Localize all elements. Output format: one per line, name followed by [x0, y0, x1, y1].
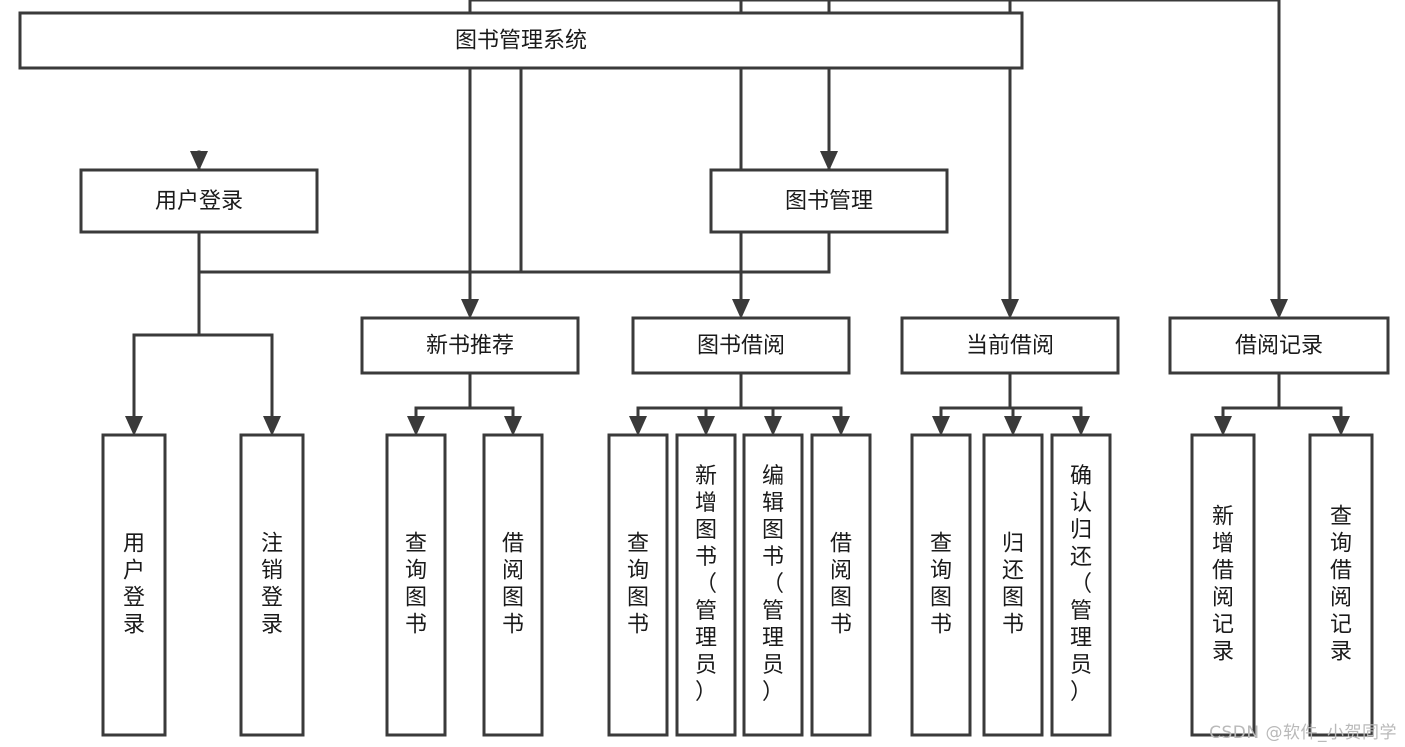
- node-box[interactable]: [1168, 316, 1390, 375]
- node-box[interactable]: [79, 168, 319, 234]
- node-box[interactable]: [482, 433, 544, 737]
- node-label: 注销登录: [261, 532, 283, 638]
- node-borrow-record[interactable]: 借阅记录: [1168, 316, 1390, 375]
- node-leaf-edit-book[interactable]: 编辑图书（管理员）: [742, 433, 804, 737]
- node-label: 图书管理系统: [455, 29, 587, 54]
- node-user-login[interactable]: 用户登录: [79, 168, 319, 234]
- node-box[interactable]: [675, 433, 737, 737]
- arrow-head-icon: [407, 416, 425, 436]
- node-box[interactable]: [1050, 433, 1112, 737]
- node-box[interactable]: [385, 433, 447, 737]
- node-box[interactable]: [101, 433, 167, 737]
- node-label: 用户登录: [123, 532, 145, 638]
- arrow-head-icon: [125, 416, 143, 436]
- node-book-manage[interactable]: 图书管理: [709, 168, 949, 234]
- node-label: 图书借阅: [697, 334, 785, 359]
- node-box[interactable]: [910, 433, 972, 737]
- node-label: 借阅图书: [502, 532, 524, 638]
- node-box[interactable]: [239, 433, 305, 737]
- arrow-head-icon: [190, 151, 208, 171]
- arrow-head-icon: [732, 299, 750, 319]
- node-box[interactable]: [607, 433, 669, 737]
- watermark-label: CSDN @软件_小贺同学: [1209, 723, 1397, 743]
- node-label: 借阅记录: [1235, 334, 1323, 359]
- node-leaf-borrow-book[interactable]: 借阅图书: [810, 433, 872, 737]
- node-leaf-add-book[interactable]: 新增图书（管理员）: [675, 433, 737, 737]
- node-label: 归还图书: [1002, 532, 1024, 638]
- arrow-head-icon: [1214, 416, 1232, 436]
- arrow-head-icon: [461, 299, 479, 319]
- node-label: 新增图书（管理员）: [695, 464, 717, 705]
- node-leaf-user-login[interactable]: 用户登录: [101, 433, 167, 737]
- arrow-head-icon: [504, 416, 522, 436]
- arrow-head-icon: [1004, 416, 1022, 436]
- arrow-head-icon: [1270, 299, 1288, 319]
- node-box[interactable]: [1308, 433, 1374, 737]
- node-box[interactable]: [18, 11, 1024, 70]
- node-leaf-return-book[interactable]: 归还图书: [982, 433, 1044, 737]
- node-label: 新书推荐: [426, 334, 514, 359]
- node-current-borrow[interactable]: 当前借阅: [900, 316, 1120, 375]
- node-box[interactable]: [742, 433, 804, 737]
- arrow-head-icon: [629, 416, 647, 436]
- node-label: 查询图书: [627, 532, 649, 638]
- node-leaf-query-book-recommend[interactable]: 查询图书: [385, 433, 447, 737]
- node-leaf-add-borrow-record[interactable]: 新增借阅记录: [1190, 433, 1256, 737]
- node-label: 借阅图书: [830, 532, 852, 638]
- node-label: 编辑图书（管理员）: [762, 464, 784, 705]
- arrow-head-icon: [1072, 416, 1090, 436]
- node-leaf-query-borrow-record[interactable]: 查询借阅记录: [1308, 433, 1374, 737]
- arrow-head-icon: [764, 416, 782, 436]
- arrow-head-icon: [1001, 299, 1019, 319]
- node-label: 查询借阅记录: [1330, 505, 1352, 665]
- node-leaf-query-book-current[interactable]: 查询图书: [910, 433, 972, 737]
- node-box[interactable]: [1190, 433, 1256, 737]
- node-book-borrow[interactable]: 图书借阅: [631, 316, 851, 375]
- node-box[interactable]: [810, 433, 872, 737]
- node-label: 查询图书: [405, 532, 427, 638]
- node-new-book-recommend[interactable]: 新书推荐: [360, 316, 580, 375]
- node-layer: 图书管理系统用户登录图书管理新书推荐图书借阅当前借阅借阅记录用户登录注销登录查询…: [18, 11, 1390, 737]
- node-box[interactable]: [631, 316, 851, 375]
- node-label: 确认归还（管理员）: [1070, 464, 1092, 705]
- node-box[interactable]: [360, 316, 580, 375]
- node-label: 图书管理: [785, 189, 873, 214]
- node-leaf-query-book-borrow[interactable]: 查询图书: [607, 433, 669, 737]
- node-box[interactable]: [900, 316, 1120, 375]
- arrow-head-icon: [263, 416, 281, 436]
- node-root[interactable]: 图书管理系统: [18, 11, 1024, 70]
- node-label: 用户登录: [155, 189, 243, 214]
- node-box[interactable]: [709, 168, 949, 234]
- arrow-head-icon: [832, 416, 850, 436]
- arrow-head-icon: [1332, 416, 1350, 436]
- arrow-head-icon: [932, 416, 950, 436]
- node-leaf-user-logout[interactable]: 注销登录: [239, 433, 305, 737]
- node-leaf-borrow-book-recommend[interactable]: 借阅图书: [482, 433, 544, 737]
- node-box[interactable]: [982, 433, 1044, 737]
- node-label: 新增借阅记录: [1212, 505, 1234, 665]
- node-leaf-confirm-return[interactable]: 确认归还（管理员）: [1050, 433, 1112, 737]
- arrow-head-icon: [697, 416, 715, 436]
- node-label: 当前借阅: [966, 334, 1054, 359]
- node-label: 查询图书: [930, 532, 952, 638]
